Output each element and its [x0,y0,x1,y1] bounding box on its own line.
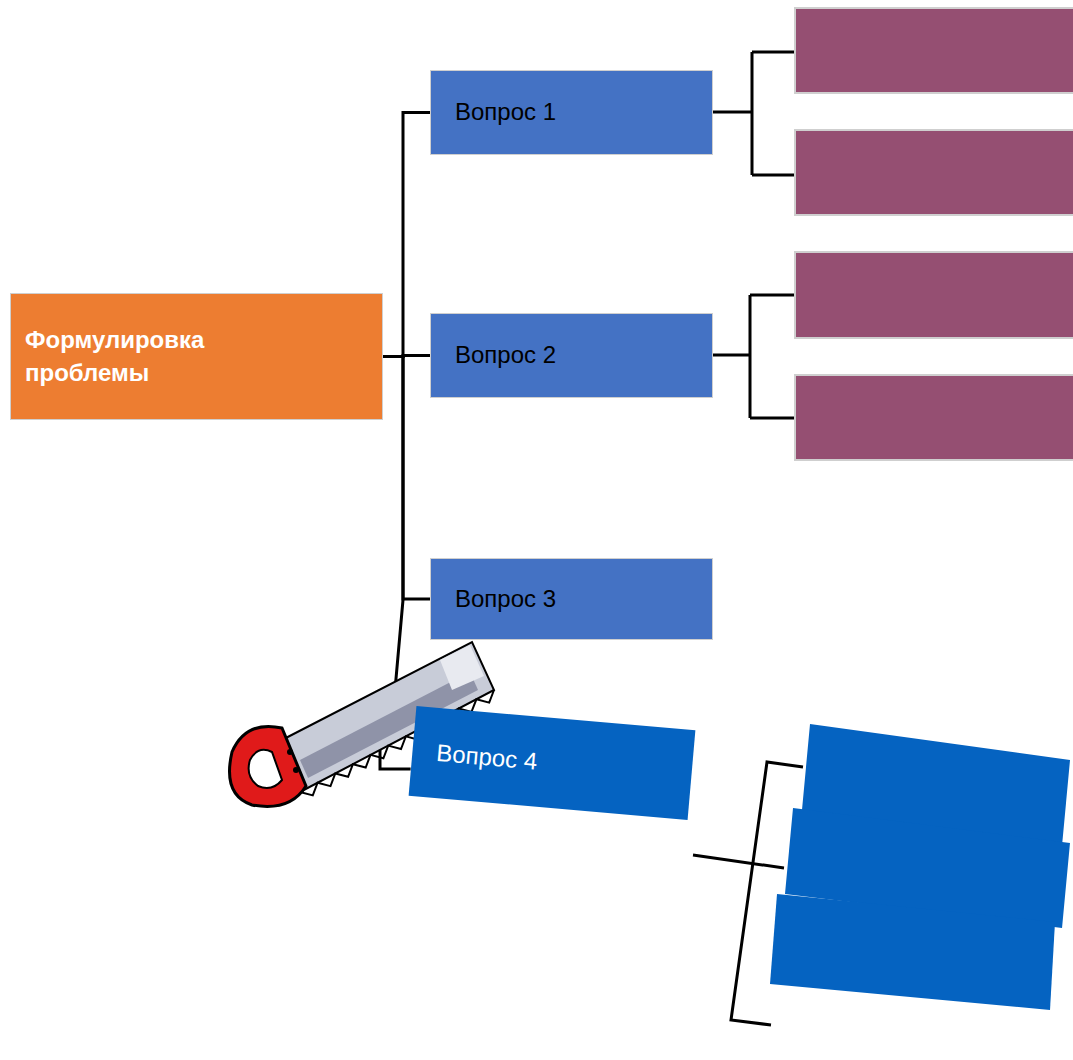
problem-box: Формулировка проблемы [10,293,383,420]
question-box: Вопрос 3 [430,558,713,640]
bracket [713,295,795,418]
question-label: Вопрос 4 [435,737,539,778]
question-label: Вопрос 2 [455,339,556,371]
bracket [713,52,795,175]
question-box: Вопрос 4 [409,706,696,820]
empty-box [795,8,1073,93]
question-label: Вопрос 3 [455,583,556,615]
question-box: Вопрос 2 [430,313,713,398]
connector [383,113,430,357]
bracket [693,855,784,868]
empty-box [795,252,1073,338]
empty-box [795,375,1073,460]
question-label: Вопрос 1 [455,96,556,128]
problem-text: Формулировка проблемы [25,324,255,389]
question-box: Вопрос 1 [430,70,713,155]
empty-box [770,894,1055,1010]
connector [383,357,430,600]
empty-box [795,130,1073,215]
